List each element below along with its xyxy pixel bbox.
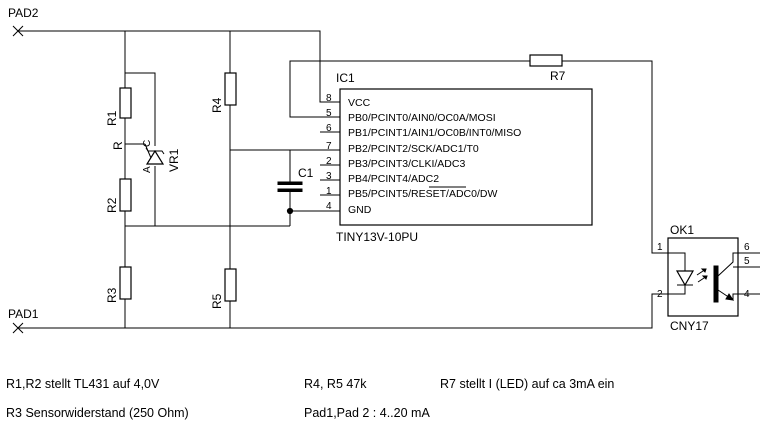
ic1-pin-num: 1 xyxy=(326,186,332,197)
wires xyxy=(18,30,668,329)
ic1-pin-signal: PB0/PCINT0/AIN0/OC0A/MOSI xyxy=(348,112,496,124)
voltage-reference-vr1: VR1 R C A xyxy=(111,140,181,173)
ok1-pin-2: 2 xyxy=(657,289,663,300)
ic1-pin-signal: PB5/PCINT5/RESET/ADC0/DW xyxy=(348,188,497,200)
resistor-r1: R1 xyxy=(105,87,132,126)
ok1-ref: OK1 xyxy=(670,223,694,237)
resistor-r4: R4 xyxy=(210,72,237,113)
ok1-part: CNY17 xyxy=(670,319,709,333)
r5-label: R5 xyxy=(210,293,224,309)
note-pads: Pad1,Pad 2 : 4..20 mA xyxy=(304,406,430,420)
r3-label: R3 xyxy=(105,287,119,303)
pad1-label: PAD1 xyxy=(8,307,39,321)
pad1-terminal: PAD1 xyxy=(8,307,39,334)
ic1-pin-num: 4 xyxy=(326,201,332,212)
ic1-pin-num: 7 xyxy=(326,141,332,152)
ic1-pin-num: 8 xyxy=(326,93,332,104)
vr1-pin-a: A xyxy=(142,166,153,173)
ic1-pin-num: 6 xyxy=(326,123,332,134)
resistor-r3: R3 xyxy=(105,266,132,303)
ic1-pin-signal: PB2/PCINT2/SCK/ADC1/T0 xyxy=(348,143,479,155)
ok1-pin-6: 6 xyxy=(744,242,750,253)
optocoupler-ok1: OK1 CNY17 1 2 6 5 4 xyxy=(657,223,760,333)
notes: R1,R2 stellt TL431 auf 4,0V R4, R5 47k R… xyxy=(6,377,614,420)
ic1-pin-signal: GND xyxy=(348,204,372,216)
ok1-pin-4: 4 xyxy=(744,289,750,300)
vr1-label: VR1 xyxy=(167,148,181,172)
vr1-pin-c: C xyxy=(142,140,153,147)
r7-label: R7 xyxy=(550,69,566,83)
ic1-pin-num: 5 xyxy=(326,108,332,119)
ic1-part: TINY13V-10PU xyxy=(336,230,418,244)
junctions xyxy=(286,207,294,215)
ic1-pin-num: 3 xyxy=(326,171,332,182)
vr1-pin-r: R xyxy=(111,141,125,150)
resistor-r2: R2 xyxy=(105,178,132,213)
capacitor-c1: C1 xyxy=(277,166,314,192)
junction-dot xyxy=(286,207,294,215)
ic1-pin-signal: PB1/PCINT1/AIN1/OC0B/INT0/MISO xyxy=(348,127,521,139)
ok1-pin-5: 5 xyxy=(744,256,750,267)
ic1-pin-signal: PB4/PCINT4/ADC2 xyxy=(348,173,439,185)
resistor-r7: R7 xyxy=(529,54,566,83)
c1-label: C1 xyxy=(298,166,314,180)
note-r7: R7 stellt I (LED) auf ca 3mA ein xyxy=(440,377,614,391)
resistor-r5: R5 xyxy=(210,268,237,309)
pad2-label: PAD2 xyxy=(8,6,39,20)
ic1-pin-num: 2 xyxy=(326,156,332,167)
ic1-ref: IC1 xyxy=(336,71,355,85)
r2-label: R2 xyxy=(105,197,119,213)
r1-label: R1 xyxy=(105,110,119,126)
ic1-microcontroller: IC1 TINY13V-10PU 8 5 6 7 2 3 1 4 VCC PB0… xyxy=(326,71,593,244)
note-r3: R3 Sensorwiderstand (250 Ohm) xyxy=(6,406,189,420)
ok1-pin-1: 1 xyxy=(657,242,663,253)
note-r4-r5: R4, R5 47k xyxy=(304,377,367,391)
ic1-pin-signal: PB3/PCINT3/CLKI/ADC3 xyxy=(348,158,465,170)
pad2-terminal: PAD2 xyxy=(8,6,39,37)
ic1-pin-signal: VCC xyxy=(348,97,371,109)
note-r1-r2: R1,R2 stellt TL431 auf 4,0V xyxy=(6,377,160,391)
r4-label: R4 xyxy=(210,97,224,113)
